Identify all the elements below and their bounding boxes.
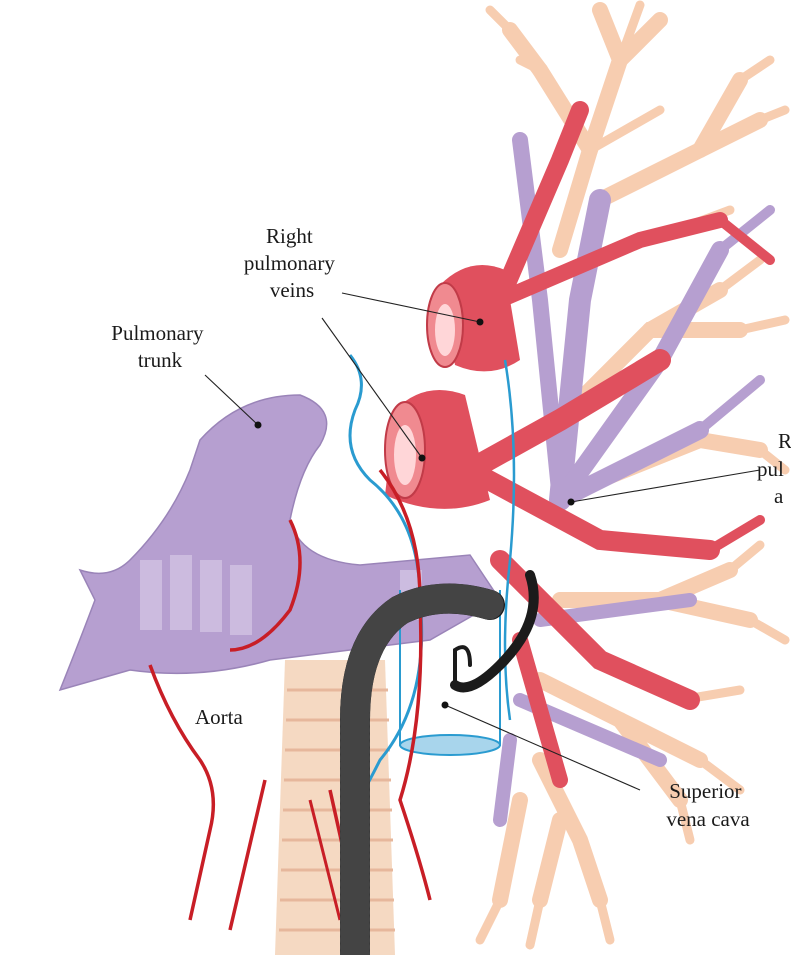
artery-pointer-dot: [568, 499, 575, 506]
vein-upper-pointer-dot: [477, 319, 484, 326]
vein-lower-pointer-dot: [419, 455, 426, 462]
svc-pointer-dot: [442, 702, 449, 709]
label-pulmonary-trunk: Pulmonary trunk: [111, 321, 208, 372]
label-right-pulmonary-veins: Right pulmonary veins: [244, 224, 340, 302]
trunk-pointer-dot: [255, 422, 262, 429]
label-right-pulmonary-artery-partial: R pul a: [757, 429, 791, 508]
upper-right-pulmonary-vein: [427, 265, 520, 371]
lower-right-pulmonary-vein: [385, 390, 490, 509]
label-aorta: Aorta: [195, 705, 243, 729]
